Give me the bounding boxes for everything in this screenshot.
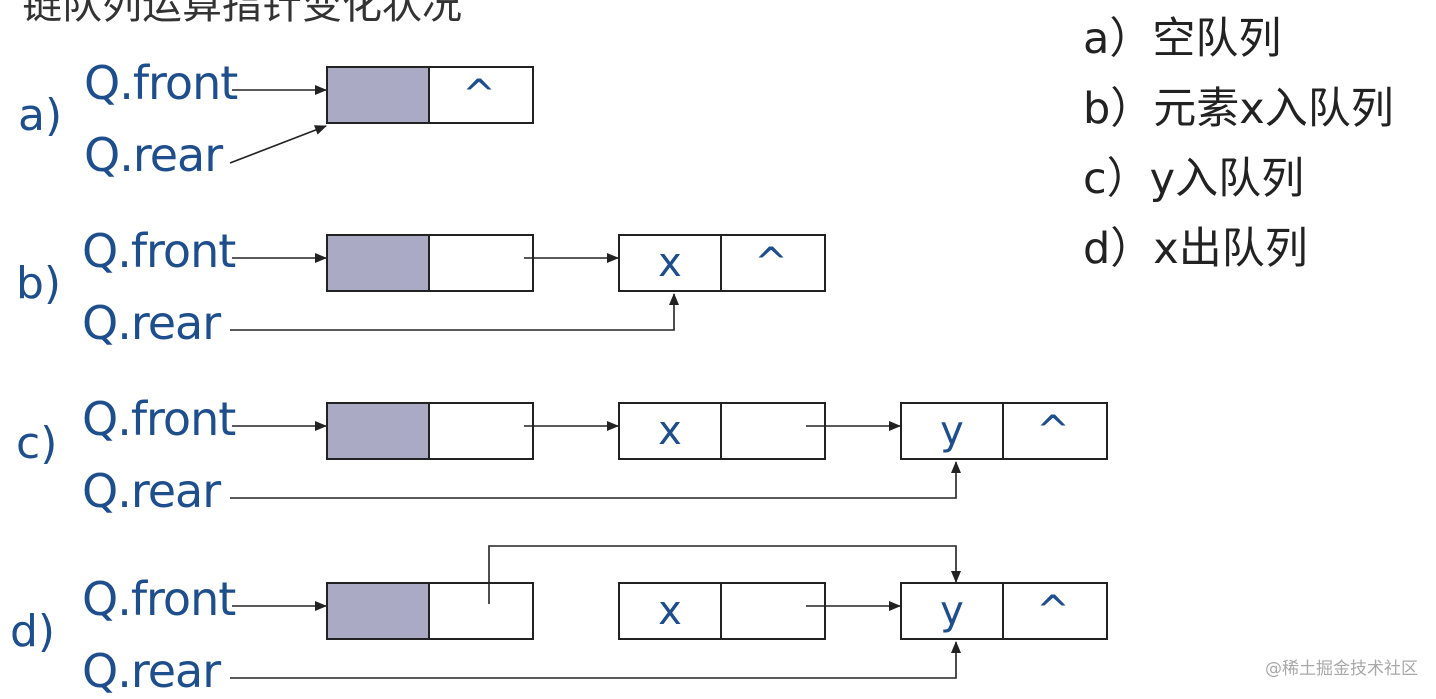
rear-pointer-label-a: Q.rear: [84, 128, 223, 182]
legend-item-b: b）元素x入队列: [1083, 84, 1394, 134]
legend-item-d: d）x出队列: [1083, 224, 1308, 274]
head-node-a: ^: [326, 66, 534, 124]
head-next-cell: [428, 584, 528, 638]
node-data-cell: y: [940, 588, 964, 634]
node-y-c: y ^: [900, 402, 1108, 460]
front-pointer-label-d: Q.front: [82, 572, 236, 626]
legend-item-a: a）空队列: [1083, 14, 1282, 64]
legend-item-c: c）y入队列: [1083, 154, 1305, 204]
row-label-b: b): [16, 258, 62, 309]
row-label-d: d): [10, 606, 56, 657]
watermark: @稀土掘金技术社区: [1265, 659, 1418, 679]
front-pointer-label-a: Q.front: [84, 56, 238, 110]
head-node-c: [326, 402, 534, 460]
node-next-cell: [720, 404, 820, 458]
rear-arrow-b: [230, 293, 679, 331]
node-x-b: x ^: [618, 234, 826, 292]
node-data-cell: x: [658, 240, 682, 286]
head-node-b: [326, 234, 534, 292]
node-data-cell: x: [658, 588, 682, 634]
head-next-cell: ^: [428, 68, 528, 122]
head-data-cell: [328, 236, 428, 290]
head-data-cell: [328, 404, 428, 458]
rear-arrow-a: [229, 125, 327, 164]
page-title: 链队列运算指针变化状况: [22, 0, 462, 28]
rear-pointer-label-b: Q.rear: [82, 296, 221, 350]
rear-pointer-label-c: Q.rear: [82, 464, 221, 518]
head-data-cell: [328, 584, 428, 638]
node-next-cell: [720, 584, 820, 638]
node-next-cell: ^: [720, 236, 820, 290]
rear-pointer-label-d: Q.rear: [82, 644, 221, 698]
node-x-c: x: [618, 402, 826, 460]
node-next-cell: ^: [1002, 404, 1102, 458]
row-label-c: c): [16, 418, 58, 469]
rear-arrow-c: [230, 461, 961, 499]
row-label-a: a): [18, 90, 63, 141]
head-data-cell: [328, 68, 428, 122]
legend: a）空队列 b）元素x入队列 c）y入队列 d）x出队列: [1083, 4, 1394, 284]
rear-arrow-d: [230, 641, 961, 679]
node-x-d: x: [618, 582, 826, 640]
head-next-cell: [428, 404, 528, 458]
head-next-arrow-d: [488, 545, 961, 604]
node-data-cell: y: [940, 408, 964, 454]
node-data-cell: x: [658, 408, 682, 454]
node-next-cell: ^: [1002, 584, 1102, 638]
head-next-cell: [428, 236, 528, 290]
front-pointer-label-c: Q.front: [82, 392, 236, 446]
node-y-d: y ^: [900, 582, 1108, 640]
front-pointer-label-b: Q.front: [82, 224, 236, 278]
head-node-d: [326, 582, 534, 640]
